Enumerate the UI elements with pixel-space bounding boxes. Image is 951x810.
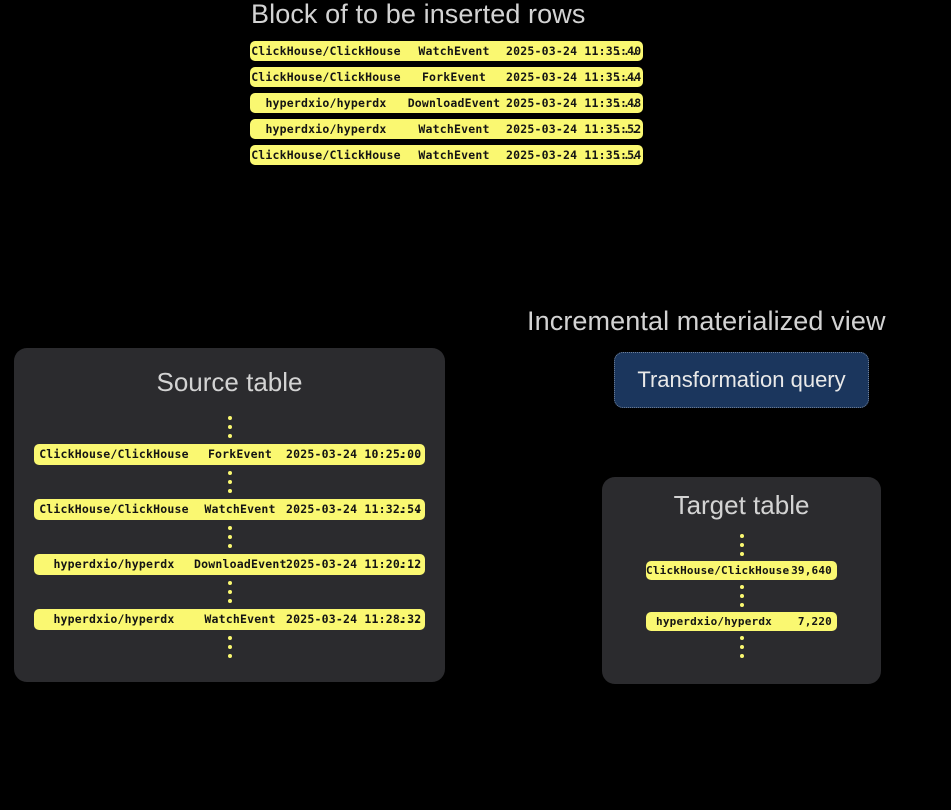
table-row: hyperdxio/hyperdx WatchEvent 2025-03-24 …: [34, 608, 425, 630]
table-row: hyperdxio/hyperdx DownloadEvent 2025-03-…: [250, 93, 643, 113]
transformation-query-box[interactable]: Transformation query: [614, 352, 869, 408]
row-repo: hyperdxio/hyperdx: [265, 122, 387, 136]
vertical-ellipsis-icon: [14, 468, 445, 496]
table-row: hyperdxio/hyperdx DownloadEvent 2025-03-…: [34, 553, 425, 575]
source-table-title: Source table: [156, 367, 303, 397]
table-row: hyperdxio/hyperdx 7,220: [646, 611, 837, 631]
row-ellipsis: ...: [398, 612, 422, 627]
row-event: WatchEvent: [418, 44, 490, 58]
vertical-ellipsis-icon: [602, 583, 881, 609]
row-ellipsis: ...: [615, 148, 639, 162]
row-repo: ClickHouse/ClickHouse: [39, 447, 189, 462]
target-table-title: Target table: [673, 490, 810, 520]
table-row: ClickHouse/ClickHouse WatchEvent 2025-03…: [250, 145, 643, 165]
target-table-panel: Target table ClickHouse/ClickHouse 39,64…: [602, 477, 881, 684]
table-row: ClickHouse/ClickHouse WatchEvent 2025-03…: [34, 498, 425, 520]
source-table-panel: Source table ClickHouse/ClickHouse ForkE…: [14, 348, 445, 682]
row-ellipsis: ...: [398, 502, 422, 517]
block-title: Block of to be inserted rows: [251, 0, 586, 29]
row-repo: hyperdxio/hyperdx: [53, 612, 175, 627]
row-ellipsis: ...: [615, 70, 639, 84]
row-ellipsis: ...: [615, 96, 639, 110]
row-event: DownloadEvent: [194, 557, 287, 572]
vertical-ellipsis-icon: [602, 634, 881, 660]
row-repo: ClickHouse/ClickHouse: [646, 563, 790, 577]
materialized-view-title: Incremental materialized view: [527, 306, 886, 336]
row-ellipsis: ...: [615, 44, 639, 58]
row-event: DownloadEvent: [407, 96, 501, 110]
table-row: ClickHouse/ClickHouse ForkEvent 2025-03-…: [250, 67, 643, 87]
row-timestamp: 2025-03-24 11:35:52: [506, 122, 642, 136]
row-timestamp: 2025-03-24 11:28:32: [286, 612, 422, 627]
table-row: ClickHouse/ClickHouse 39,640: [646, 560, 837, 580]
row-repo: hyperdxio/hyperdx: [53, 557, 175, 572]
row-event: WatchEvent: [204, 612, 276, 627]
vertical-ellipsis-icon: [14, 578, 445, 606]
transformation-query-label: Transformation query: [637, 367, 846, 392]
row-repo: hyperdxio/hyperdx: [265, 96, 387, 110]
row-event: WatchEvent: [418, 148, 490, 162]
vertical-ellipsis-icon: [14, 523, 445, 551]
row-repo: ClickHouse/ClickHouse: [251, 148, 401, 162]
row-repo: ClickHouse/ClickHouse: [39, 502, 189, 517]
row-event: ForkEvent: [207, 447, 273, 462]
inserted-rows-block: ClickHouse/ClickHouse WatchEvent 2025-03…: [250, 41, 643, 165]
row-timestamp: 2025-03-24 11:35:44: [506, 70, 642, 84]
row-timestamp: 2025-03-24 11:35:40: [506, 44, 642, 58]
row-count: 7,220: [797, 614, 832, 628]
row-repo: ClickHouse/ClickHouse: [251, 70, 401, 84]
vertical-ellipsis-icon: [14, 633, 445, 661]
row-ellipsis: ...: [398, 447, 422, 462]
row-repo: ClickHouse/ClickHouse: [251, 44, 401, 58]
row-timestamp: 2025-03-24 11:20:12: [286, 557, 422, 572]
row-repo: hyperdxio/hyperdx: [656, 614, 772, 628]
row-timestamp: 2025-03-24 10:25:00: [286, 447, 422, 462]
vertical-ellipsis-icon: [14, 413, 445, 441]
table-row: ClickHouse/ClickHouse WatchEvent 2025-03…: [250, 41, 643, 61]
table-row: hyperdxio/hyperdx WatchEvent 2025-03-24 …: [250, 119, 643, 139]
row-timestamp: 2025-03-24 11:35:48: [506, 96, 642, 110]
table-row: ClickHouse/ClickHouse ForkEvent 2025-03-…: [34, 443, 425, 465]
vertical-ellipsis-icon: [602, 532, 881, 558]
row-event: ForkEvent: [421, 70, 487, 84]
row-event: WatchEvent: [418, 122, 490, 136]
row-timestamp: 2025-03-24 11:35:54: [506, 148, 642, 162]
row-event: WatchEvent: [204, 502, 276, 517]
row-ellipsis: ...: [615, 122, 639, 136]
row-timestamp: 2025-03-24 11:32:54: [286, 502, 422, 517]
row-count: 39,640: [791, 563, 832, 577]
row-ellipsis: ...: [398, 557, 422, 572]
